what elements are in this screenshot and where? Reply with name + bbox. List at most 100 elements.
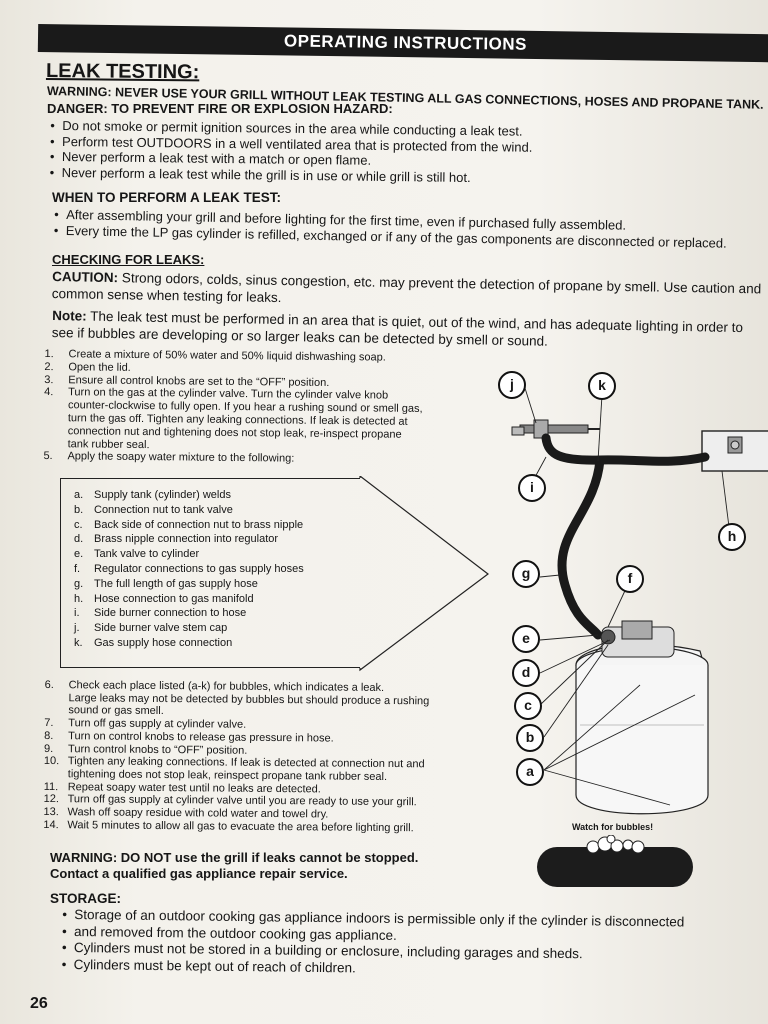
label-c-icon: c <box>514 692 542 720</box>
step-text: Apply the soapy water mixture to the fol… <box>67 450 295 465</box>
point-letter: k. <box>74 636 83 649</box>
caution-paragraph: CAUTION: Strong odors, colds, sinus cong… <box>52 268 762 314</box>
side-burner-valve-icon <box>511 419 600 439</box>
note-paragraph: Note: The leak test must be performed in… <box>52 308 762 353</box>
step-text: Wait 5 minutes to allow all gas to evacu… <box>67 818 414 834</box>
point-text: Gas supply hose connection <box>94 636 233 649</box>
check-point-item: f. Regulator connections to gas supply ho… <box>74 562 304 577</box>
caution-label: CAUTION: <box>52 269 119 286</box>
point-letter: b. <box>74 503 84 516</box>
point-letter: a. <box>74 489 84 501</box>
step-number: 5. <box>43 450 53 463</box>
when-heading: WHEN TO PERFORM A LEAK TEST: <box>52 190 281 205</box>
leak-test-diagram <box>511 384 768 815</box>
check-point-item: b. Connection nut to tank valve <box>74 503 304 518</box>
step-text: tank rubber seal. <box>67 437 150 451</box>
page-number: 26 <box>30 995 48 1012</box>
step-row: 5. Apply the soapy water mixture to the f… <box>43 450 422 467</box>
label-h-icon: h <box>718 523 746 551</box>
label-f-icon: f <box>616 565 644 593</box>
step-number: 8. <box>44 729 54 742</box>
check-point-item: d. Brass nipple connection into regulator <box>74 532 304 547</box>
label-k-icon: k <box>588 372 616 400</box>
label-b-icon: b <box>516 724 544 752</box>
label-d-icon: d <box>512 659 540 687</box>
step-number: 3. <box>44 373 54 386</box>
steps-list-b: 6.Check each place listed (a-k) for bubb… <box>43 679 429 835</box>
step-number: 6. <box>44 679 54 692</box>
point-letter: e. <box>74 548 84 561</box>
danger-bullets: Do not smoke or permit ignition sources … <box>62 118 533 186</box>
check-point-item: e. Tank valve to cylinder <box>74 547 304 562</box>
note-text: The leak test must be performed in an ar… <box>51 308 744 349</box>
leak-stop-warning: WARNING: DO NOT use the grill if leaks c… <box>50 850 418 882</box>
point-letter: g. <box>74 577 84 590</box>
step-number: 11. <box>43 780 59 793</box>
check-point-item: k. Gas supply hose connection <box>74 636 304 651</box>
steps-list-a: 1.Create a mixture of 50% water and 50% … <box>43 348 423 467</box>
step-number: 9. <box>44 742 54 755</box>
check-point-item: i. Side burner connection to hose <box>74 606 304 621</box>
label-g-icon: g <box>512 560 540 588</box>
check-point-item: g. The full length of gas supply hose <box>74 577 304 592</box>
point-letter: h. <box>74 592 84 605</box>
label-e-icon: e <box>512 625 540 653</box>
note-label: Note: <box>52 308 87 324</box>
point-letter: c. <box>74 518 83 531</box>
point-text: Side burner valve stem cap <box>94 622 228 635</box>
point-text: The full length of gas supply hose <box>94 577 258 590</box>
point-text: Supply tank (cylinder) welds <box>94 489 231 501</box>
check-point-item: j. Side burner valve stem cap <box>74 621 304 636</box>
label-j-icon: j <box>498 371 526 399</box>
gas-manifold-icon <box>701 430 768 472</box>
step-text: Turn control knobs to “OFF” position. <box>68 742 248 757</box>
when-bullets: After assembling your grill and before l… <box>66 207 727 252</box>
point-text: Side burner connection to hose <box>94 607 247 620</box>
step-text: sound or gas smell. <box>68 704 164 718</box>
hose-to-regulator-icon <box>557 455 605 640</box>
point-text: Back side of connection nut to brass nip… <box>94 518 304 531</box>
step-row: 14. Wait 5 minutes to allow all gas to ev… <box>43 819 428 835</box>
hose-bubbles-icon <box>537 835 693 887</box>
point-letter: i. <box>74 607 80 620</box>
point-text: Brass nipple connection into regulator <box>94 533 279 546</box>
step-number: 2. <box>44 360 54 373</box>
point-text: Hose connection to gas manifold <box>94 592 254 605</box>
callout-arrow-icon <box>359 476 489 672</box>
leak-testing-heading: LEAK TESTING: <box>45 60 200 84</box>
step-number: 13. <box>43 806 59 819</box>
check-points-callout <box>60 478 360 668</box>
caution-text: Strong odors, colds, sinus congestion, e… <box>51 270 762 306</box>
gas-supply-hose-icon <box>541 433 710 466</box>
label-i-icon: i <box>518 474 546 502</box>
step-text: Turn off gas supply at cylinder valve. <box>68 717 247 731</box>
warning-line-1: WARNING: DO NOT use the grill if leaks c… <box>50 850 419 865</box>
step-number: 14. <box>43 818 59 831</box>
check-point-item: c. Back side of connection nut to brass n… <box>74 518 304 533</box>
point-text: Regulator connections to gas supply hose… <box>94 562 304 575</box>
point-letter: j. <box>74 622 80 635</box>
watch-for-bubbles-caption: Watch for bubbles! <box>572 822 654 832</box>
check-points-list: a. Supply tank (cylinder) welds b. Connect… <box>74 488 304 651</box>
propane-tank-icon <box>575 620 709 815</box>
storage-bullets: Storage of an outdoor cooking gas applia… <box>74 907 685 980</box>
danger-line: DANGER: TO PREVENT FIRE OR EXPLOSION HAZ… <box>47 101 393 116</box>
step-number: 7. <box>44 717 54 730</box>
point-text: Connection nut to tank valve <box>94 503 233 516</box>
checking-heading: CHECKING FOR LEAKS: <box>52 252 205 267</box>
step-number: 4. <box>44 386 54 399</box>
step-text: Open the lid. <box>68 361 131 374</box>
check-point-item: a. Supply tank (cylinder) welds <box>74 488 304 503</box>
storage-heading: STORAGE: <box>50 891 122 906</box>
point-letter: d. <box>74 533 84 546</box>
point-letter: f. <box>74 562 81 575</box>
point-text: Tank valve to cylinder <box>94 548 200 561</box>
section-header: OPERATING INSTRUCTIONS <box>37 24 768 63</box>
warning-line-2: Contact a qualified gas appliance repair… <box>50 866 348 881</box>
step-number: 12. <box>43 793 59 806</box>
step-number: 10. <box>43 755 60 768</box>
label-a-icon: a <box>516 758 544 786</box>
step-number: 1. <box>44 348 54 361</box>
check-point-item: h. Hose connection to gas manifold <box>74 592 304 607</box>
